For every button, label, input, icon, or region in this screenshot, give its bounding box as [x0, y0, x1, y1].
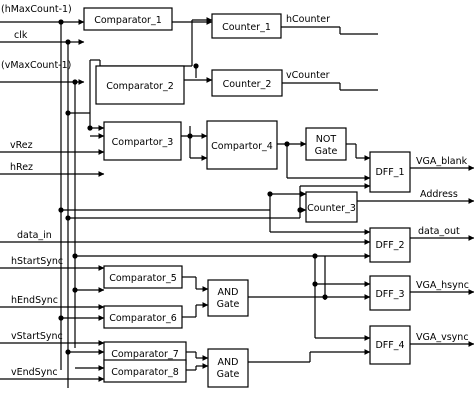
block-label-line-1: AND	[218, 357, 239, 368]
junction-dot	[58, 207, 64, 213]
block-label: DFF_3	[375, 289, 404, 300]
block-not-gate: NOT Gate	[305, 127, 347, 161]
block-counter-3: Counter_3	[305, 191, 358, 223]
block-comparator-2: Comparator_2	[95, 65, 185, 105]
block-dff-2: DFF_2	[369, 227, 411, 263]
input-label-hrez: hRez	[10, 162, 33, 173]
block-dff-4: DFF_4	[369, 325, 411, 365]
junction-dot	[267, 191, 273, 197]
block-label: Comparator_8	[111, 367, 179, 378]
junction-dot	[187, 133, 193, 139]
block-comparator-8: Comparator_8	[103, 359, 187, 383]
junction-dot	[72, 287, 78, 293]
input-label-hstartsync: hStartSync	[11, 256, 63, 267]
junction-dots	[58, 19, 328, 355]
input-label-clk: clk	[14, 30, 28, 41]
input-label-vmaxcount: (vMaxCount-1)	[1, 60, 71, 71]
input-labels: (hMaxCount-1) clk (vMaxCount-1) vRez hRe…	[1, 4, 72, 378]
block-comparator-6: Comparator_6	[103, 305, 183, 329]
input-label-vstartsync: vStartSync	[11, 331, 63, 342]
junction-dot	[58, 19, 64, 25]
block-compartor-3: Compartor_3	[103, 121, 182, 161]
block-label-line-1: AND	[218, 287, 239, 298]
output-label-hcounter: hCounter	[286, 14, 330, 25]
block-comparator-7: Comparator_7	[103, 341, 187, 365]
block-compartor-4: Compartor_4	[206, 120, 278, 170]
block-label: Comparator_7	[111, 349, 179, 360]
junction-dot	[65, 215, 71, 221]
junction-dot	[297, 207, 303, 213]
block-label: Comparator_2	[106, 81, 174, 92]
junction-dot	[65, 110, 71, 116]
junction-dot	[193, 63, 199, 69]
block-label-line-2: Gate	[217, 299, 240, 310]
block-label: Comparator_6	[109, 313, 177, 324]
block-and-gate-1: AND Gate	[207, 279, 249, 317]
output-labels: hCounter vCounter VGA_blank Address data…	[286, 14, 469, 343]
block-label: Compartor_3	[112, 137, 174, 148]
block-counter-2: Counter_2	[211, 69, 283, 97]
junction-dot	[284, 141, 290, 147]
output-label-data-out: data_out	[418, 226, 460, 237]
input-label-hmaxcount: (hMaxCount-1)	[1, 4, 72, 15]
block-label: Comparator_1	[94, 15, 162, 26]
block-label: DFF_2	[375, 240, 404, 251]
junction-dot	[72, 253, 78, 259]
wires	[0, 17, 474, 388]
block-label: Counter_2	[223, 79, 272, 90]
output-label-vcounter: vCounter	[286, 70, 330, 81]
block-label: Counter_1	[222, 22, 271, 33]
block-label: Compartor_4	[211, 141, 273, 152]
junction-dot	[72, 79, 78, 85]
junction-dot	[65, 349, 71, 355]
junction-dot	[312, 253, 318, 259]
block-comparator-5: Comparator_5	[103, 265, 183, 289]
block-comparator-1: Comparator_1	[83, 7, 173, 31]
input-label-vendsync: vEndSync	[11, 367, 58, 378]
output-label-address: Address	[420, 189, 458, 200]
block-label: DFF_1	[375, 167, 404, 178]
input-label-hendsync: hEndSync	[11, 295, 58, 306]
block-label: Comparator_5	[109, 273, 177, 284]
block-dff-1: DFF_1	[369, 151, 411, 193]
block-label: DFF_4	[375, 340, 404, 351]
junction-dot	[322, 294, 328, 300]
block-dff-3: DFF_3	[369, 275, 411, 311]
junction-dot	[312, 281, 318, 287]
block-label-line-2: Gate	[217, 369, 240, 380]
block-and-gate-2: AND Gate	[207, 348, 249, 388]
block-counter-1: Counter_1	[211, 13, 282, 39]
block-label-line-1: NOT	[316, 134, 337, 145]
output-label-vga-blank: VGA_blank	[416, 156, 468, 167]
output-label-vga-vsync: VGA_vsync	[416, 332, 469, 343]
input-label-data-in: data_in	[17, 230, 52, 241]
block-label: Counter_3	[307, 203, 356, 214]
junction-dot	[58, 315, 64, 321]
junction-dot	[65, 39, 71, 45]
block-label-line-2: Gate	[315, 146, 338, 157]
input-label-vrez: vRez	[10, 140, 33, 151]
output-label-vga-hsync: VGA_hsync	[416, 280, 469, 291]
junction-dot	[87, 125, 93, 131]
